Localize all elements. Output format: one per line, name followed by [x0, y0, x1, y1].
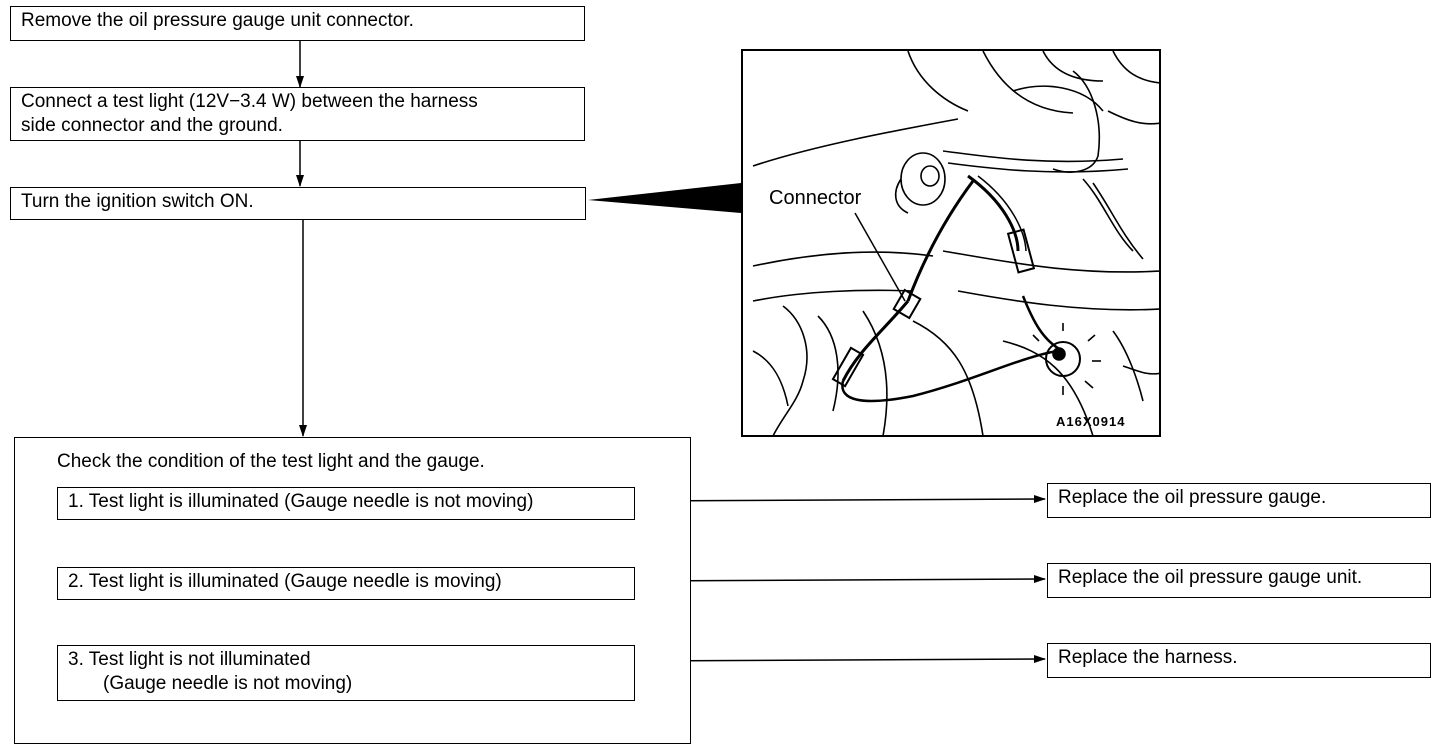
engine-line-drawing [752, 51, 1159, 435]
result-replace-gauge: Replace the oil pressure gauge. [1047, 483, 1431, 518]
step-connect-test-light-line2: side connector and the ground. [21, 115, 283, 136]
condition-1-box: 1. Test light is illuminated (Gauge need… [57, 487, 635, 520]
condition-2-box: 2. Test light is illuminated (Gauge need… [57, 567, 635, 600]
result-replace-gauge-text: Replace the oil pressure gauge. [1058, 487, 1327, 508]
step-ignition-on: Turn the ignition switch ON. [10, 187, 586, 220]
condition-3-line2: (Gauge needle is not moving) [103, 673, 353, 694]
connector-illustration: Connector A16X0914 [741, 49, 1161, 437]
condition-1-text: 1. Test light is illuminated (Gauge need… [68, 491, 534, 512]
step-ignition-on-text: Turn the ignition switch ON. [21, 191, 254, 212]
arrow-c1-to-r1 [634, 495, 1046, 504]
connector-label: Connector [769, 187, 862, 209]
result-replace-harness: Replace the harness. [1047, 643, 1431, 678]
condition-3-line1: 3. Test light is not illuminated [68, 649, 311, 670]
arrow-c3-to-r3 [634, 655, 1046, 664]
callout-wedge [588, 183, 741, 213]
result-replace-gauge-unit: Replace the oil pressure gauge unit. [1047, 563, 1431, 598]
step-connect-test-light: Connect a test light (12V−3.4 W) between… [10, 87, 585, 141]
condition-3-box: 3. Test light is not illuminated (Gauge … [57, 645, 635, 701]
step-remove-connector: Remove the oil pressure gauge unit conne… [10, 6, 585, 41]
figure-code: A16X0914 [1056, 414, 1126, 429]
check-heading: Check the condition of the test light an… [57, 451, 485, 472]
step-connect-test-light-line1: Connect a test light (12V−3.4 W) between… [21, 91, 478, 112]
result-replace-harness-text: Replace the harness. [1058, 647, 1238, 668]
arrow-c2-to-r2 [634, 575, 1046, 584]
step-remove-connector-text: Remove the oil pressure gauge unit conne… [21, 10, 414, 31]
result-replace-gauge-unit-text: Replace the oil pressure gauge unit. [1058, 567, 1363, 588]
condition-2-text: 2. Test light is illuminated (Gauge need… [68, 571, 502, 592]
